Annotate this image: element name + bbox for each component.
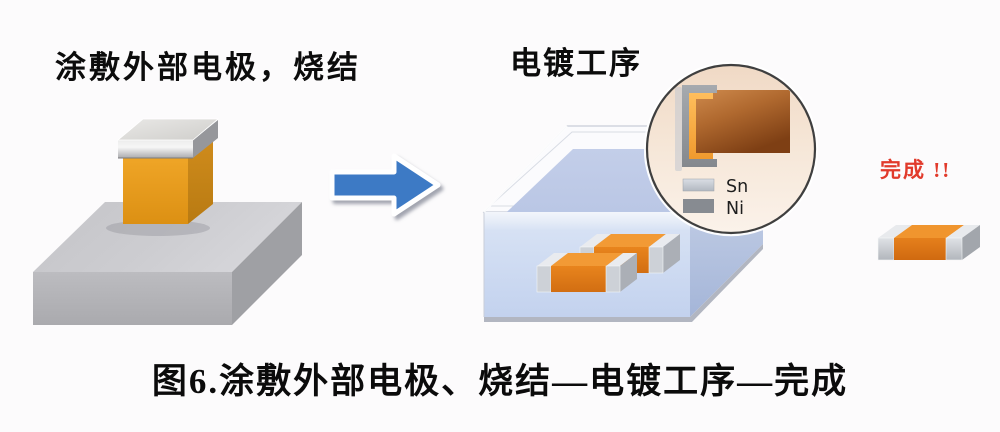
stage1-title: 涂敷外部电极，烧结 <box>55 50 361 85</box>
finished-chip-body-top <box>894 225 964 238</box>
figure-caption: 图6.涂敷外部电极、烧结—电镀工序—完成 <box>151 362 849 401</box>
stage2-title: 电镀工序 <box>510 46 642 81</box>
finished-chip-right-face <box>962 225 980 260</box>
chip-cube-right <box>188 138 213 224</box>
platform-front-face <box>33 272 232 325</box>
process-arrow <box>329 153 441 217</box>
finished-chip-icon <box>877 225 980 261</box>
finished-chip-cap-front-left <box>877 237 895 261</box>
completion-label: 完成 !! <box>880 158 952 182</box>
finished-chip-cap-top-right <box>946 225 980 238</box>
sn-label: Sn <box>726 177 748 197</box>
detail-chip-body <box>695 90 790 153</box>
detail-copper-electrode-layer <box>689 93 713 159</box>
finished-chip-body-front <box>894 238 946 260</box>
glass-highlight-edge <box>483 125 568 213</box>
arrow-right-icon <box>329 153 441 217</box>
bracket-shadow <box>675 87 682 171</box>
sn-swatch <box>682 178 715 192</box>
sintered-chip-illustration <box>33 118 302 325</box>
ni-label: Ni <box>726 199 744 219</box>
finished-chip-cap-front-right <box>945 237 963 261</box>
ni-swatch <box>683 199 714 213</box>
platform-top-face <box>33 202 302 272</box>
electrode-cap-top <box>116 118 220 141</box>
platform-right-face <box>232 202 302 325</box>
magnifier-detail: Sn Ni <box>644 61 819 237</box>
chip-cube-front <box>123 158 188 224</box>
electrode-cap-front <box>118 140 193 158</box>
electrode-cap-right <box>193 120 218 158</box>
finished-chip-cap-top-left <box>878 225 912 238</box>
chip-in-tank-front <box>536 252 638 293</box>
magnifier-halo <box>644 61 819 237</box>
